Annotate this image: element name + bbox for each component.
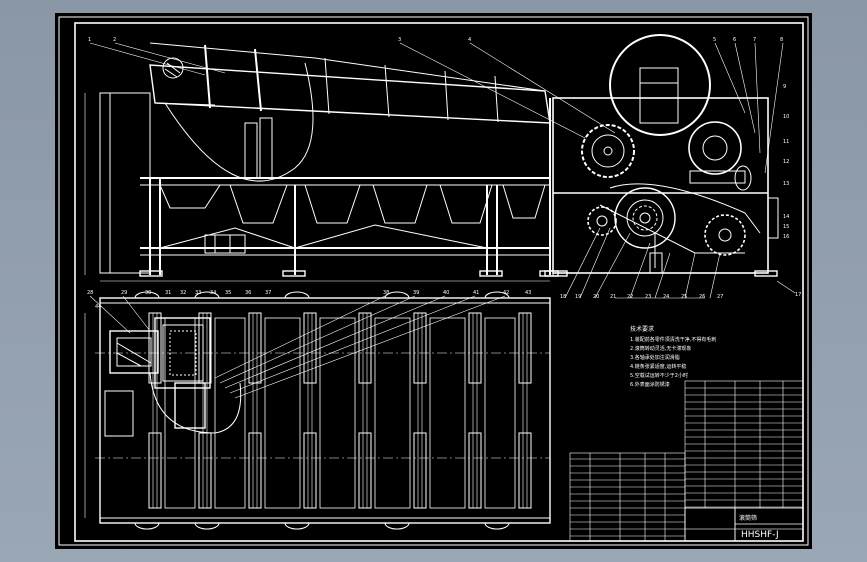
callout-number: 13 — [783, 181, 789, 187]
gearbox — [109, 330, 159, 374]
note-line: 1.装配前各零件须清洗干净,不得有毛刺 — [630, 336, 716, 343]
callout-number: 14 — [783, 214, 789, 220]
front-view — [84, 42, 616, 282]
feed-hopper — [99, 92, 151, 274]
callout-number: 27 — [717, 294, 723, 300]
callout-number: 12 — [783, 159, 789, 165]
callout-number: 43 — [525, 290, 531, 296]
note-line: 5.空载试运转不少于2小时 — [630, 372, 688, 379]
screen-bay — [468, 312, 516, 509]
note-line: 6.外表面涂防锈漆 — [630, 381, 670, 388]
callout-number: 29 — [121, 290, 127, 296]
plan-outline — [99, 297, 551, 524]
callout-number: 35 — [225, 290, 231, 296]
drum-end-circle — [609, 34, 711, 136]
callout-number: 30 — [145, 290, 151, 296]
screen-bay — [413, 312, 466, 509]
parts-list — [569, 380, 804, 542]
callout-number: 11 — [783, 139, 789, 145]
drawing-name: HHSHF-J — [741, 530, 779, 540]
callout-number: 8 — [780, 37, 783, 43]
callout-number: 24 — [663, 294, 669, 300]
screen-bay — [518, 312, 532, 509]
sectioned-bolt — [162, 57, 184, 79]
drawing-number: 滚筒筛 — [739, 514, 757, 522]
drum-body — [149, 64, 551, 124]
motor-pulley — [688, 121, 742, 175]
screen-bay — [248, 312, 301, 509]
side-view — [544, 34, 796, 299]
inner-frame — [74, 22, 804, 542]
callout-number: 26 — [699, 294, 705, 300]
callout-number: 44 — [95, 304, 101, 310]
track-wheels — [134, 291, 510, 530]
callout-number: 3 — [398, 37, 401, 43]
note-line: 3.各轴承处加注润滑脂 — [630, 354, 680, 361]
outer-frame — [58, 16, 809, 546]
callout-number: 21 — [610, 294, 616, 300]
callout-number: 4 — [468, 37, 471, 43]
callout-number: 20 — [593, 294, 599, 300]
callout-number: 9 — [783, 84, 786, 90]
callout-number: 6 — [733, 37, 736, 43]
callout-number: 31 — [165, 290, 171, 296]
title-block — [684, 507, 804, 542]
callout-number: 37 — [265, 290, 271, 296]
callout-number: 2 — [113, 37, 116, 43]
callout-number: 32 — [180, 290, 186, 296]
screen-bay — [198, 312, 246, 509]
notes-heading: 技术要求 — [630, 325, 654, 333]
callout-number: 1 — [88, 37, 91, 43]
callout-number: 5 — [713, 37, 716, 43]
callout-number: 36 — [245, 290, 251, 296]
callout-number: 38 — [383, 290, 389, 296]
callout-number: 42 — [503, 290, 509, 296]
callout-number: 33 — [195, 290, 201, 296]
callout-number: 23 — [645, 294, 651, 300]
callout-number: 25 — [681, 294, 687, 300]
callout-number: 22 — [627, 294, 633, 300]
note-line: 4.链条张紧适度,运转平稳 — [630, 363, 686, 370]
callout-number: 17 — [795, 292, 801, 298]
plan-view — [84, 291, 551, 530]
screen-bay — [358, 312, 411, 509]
drawing-sheet: 技术要求 1.装配前各零件须清洗干净,不得有毛刺 2.滚筒转动灵活,无卡滞现象 3.… — [55, 13, 812, 549]
screen-bay — [148, 312, 196, 509]
callout-number: 40 — [443, 290, 449, 296]
callout-number: 16 — [783, 234, 789, 240]
callout-number: 7 — [753, 37, 756, 43]
callout-number: 18 — [560, 294, 566, 300]
callout-number: 34 — [210, 290, 216, 296]
callout-number: 28 — [87, 290, 93, 296]
callout-number: 19 — [575, 294, 581, 300]
drive-sprocket — [581, 124, 635, 178]
screen-bay — [303, 312, 356, 509]
callout-number: 39 — [413, 290, 419, 296]
callout-number: 15 — [783, 224, 789, 230]
technical-notes: 技术要求 1.装配前各零件须清洗干净,不得有毛刺 2.滚筒转动灵活,无卡滞现象 3.… — [630, 325, 716, 388]
callout-number: 41 — [473, 290, 479, 296]
screen-bays — [148, 312, 532, 509]
mechanical-drawing: 技术要求 1.装配前各零件须清洗干净,不得有毛刺 2.滚筒转动灵活,无卡滞现象 3.… — [58, 16, 809, 546]
note-line: 2.滚筒转动灵活,无卡滞现象 — [630, 345, 691, 352]
callout-number: 10 — [783, 114, 789, 120]
